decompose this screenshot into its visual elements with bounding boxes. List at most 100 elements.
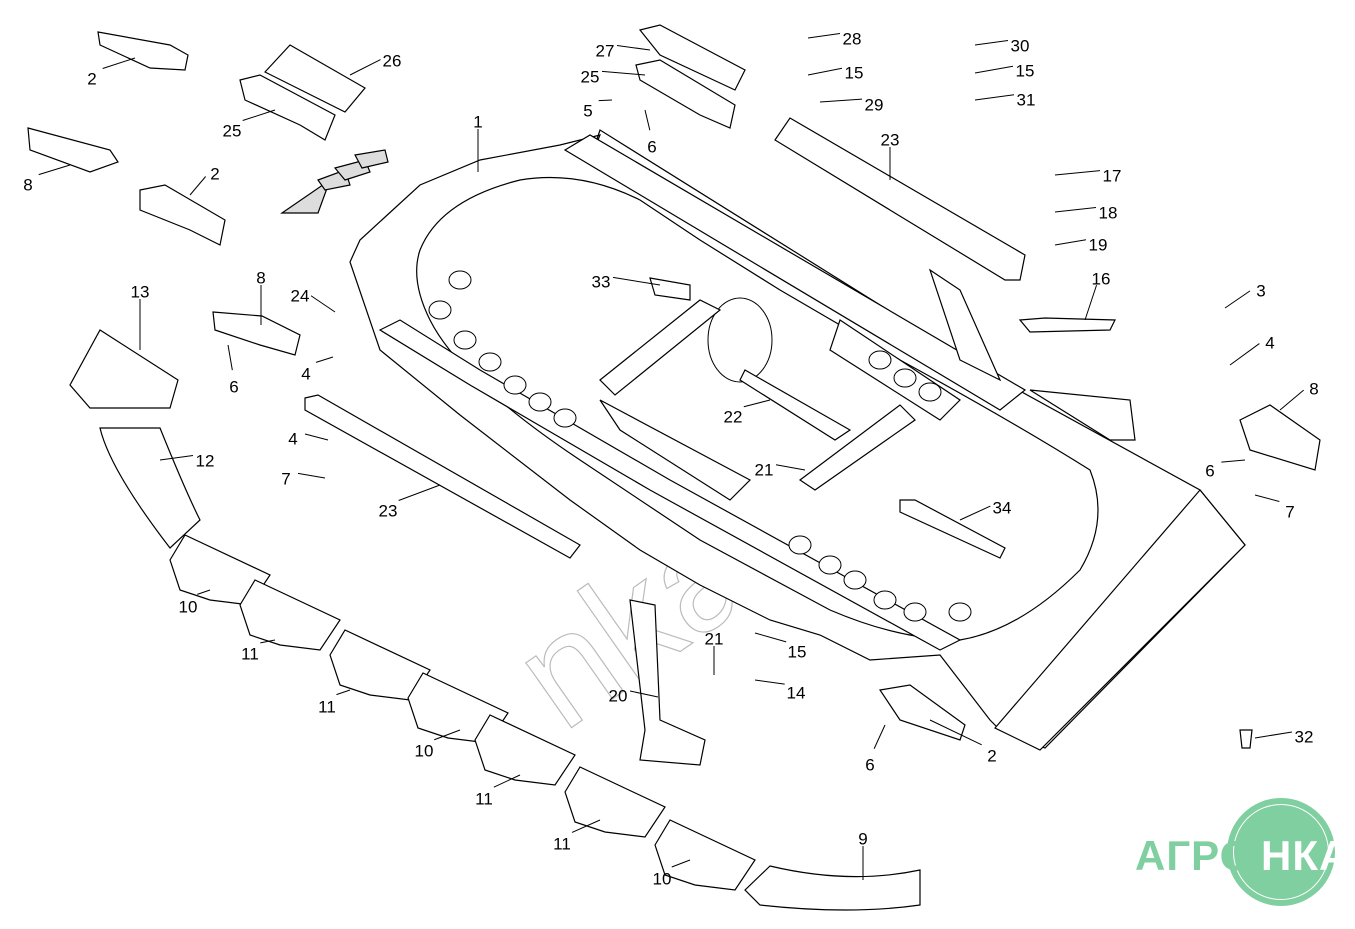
guard-plate xyxy=(654,819,756,891)
callout-label: 9 xyxy=(858,829,867,848)
callout-label: 3 xyxy=(1256,281,1265,300)
callout-31: 31 xyxy=(974,90,1036,109)
leader-line xyxy=(1084,284,1098,321)
leader-line xyxy=(819,98,863,103)
leader-line xyxy=(1224,290,1251,309)
callout-29: 29 xyxy=(819,95,883,114)
callout-label: 13 xyxy=(131,282,150,301)
frame-holes xyxy=(428,270,972,622)
callout-label: 33 xyxy=(592,272,611,291)
callout-label: 34 xyxy=(993,498,1012,517)
callout-label: 2 xyxy=(87,69,96,88)
leader-line xyxy=(959,505,991,521)
callout-34: 34 xyxy=(959,498,1012,521)
callout-18: 18 xyxy=(1054,203,1118,222)
callout-6: 6 xyxy=(865,724,886,774)
logo-text-left: АГРО xyxy=(1135,832,1254,879)
callout-label: 19 xyxy=(1089,235,1108,254)
callout-label: 24 xyxy=(291,286,310,305)
callout-1: 1 xyxy=(473,112,483,172)
leader-line xyxy=(197,589,211,595)
callout-5: 5 xyxy=(583,99,613,120)
callout-16: 16 xyxy=(1084,269,1110,321)
callout-label: 1 xyxy=(473,112,482,131)
callout-label: 6 xyxy=(229,377,238,396)
callout-11: 11 xyxy=(553,819,601,853)
leader-line xyxy=(38,164,71,176)
callout-label: 11 xyxy=(318,697,336,716)
callout-4: 4 xyxy=(301,356,334,383)
leader-line xyxy=(1221,459,1246,463)
guard-plate xyxy=(474,714,576,786)
callout-label: 11 xyxy=(553,834,571,853)
frame-hole xyxy=(868,350,892,370)
callout-10: 10 xyxy=(653,859,691,888)
leader-line xyxy=(1229,343,1260,366)
callout-label: 17 xyxy=(1103,166,1122,185)
callout-label: 5 xyxy=(583,101,592,120)
callout-label: 28 xyxy=(843,29,862,48)
callout-4: 4 xyxy=(288,429,329,448)
leader-line xyxy=(189,176,207,196)
leader-line xyxy=(807,32,841,39)
frame-hole xyxy=(503,375,527,395)
callout-20: 20 xyxy=(609,686,659,705)
frame-hole xyxy=(428,300,452,320)
callout-25: 25 xyxy=(581,67,646,86)
frame-hole xyxy=(818,555,842,575)
callout-2: 2 xyxy=(87,57,136,88)
callout-7: 7 xyxy=(1254,494,1295,521)
callout-19: 19 xyxy=(1054,235,1108,254)
callout-label: 25 xyxy=(581,67,600,86)
callout-6: 6 xyxy=(644,109,657,156)
callout-17: 17 xyxy=(1054,166,1122,185)
callout-label: 18 xyxy=(1099,203,1118,222)
frame-hole xyxy=(918,382,942,402)
callout-label: 2 xyxy=(987,746,996,765)
callout-10: 10 xyxy=(415,729,461,760)
callout-8: 8 xyxy=(23,164,71,194)
callout-26: 26 xyxy=(349,51,401,76)
callout-15: 15 xyxy=(807,63,864,82)
callout-6: 6 xyxy=(227,344,239,396)
callout-label: 4 xyxy=(1265,333,1274,352)
leader-line xyxy=(754,679,785,685)
agronka-logo: АГРО НКА xyxy=(1133,798,1349,910)
callout-label: 8 xyxy=(256,268,265,287)
callout-2: 2 xyxy=(929,719,997,765)
callout-label: 15 xyxy=(845,63,864,82)
callout-label: 10 xyxy=(653,869,672,888)
leader-line xyxy=(571,819,601,833)
callout-12: 12 xyxy=(159,451,214,470)
callout-8: 8 xyxy=(1279,379,1319,411)
callout-label: 6 xyxy=(1205,461,1214,480)
callout-label: 15 xyxy=(788,642,807,661)
callout-label: 31 xyxy=(1017,90,1036,109)
callout-label: 15 xyxy=(1016,61,1035,80)
callout-22: 22 xyxy=(724,399,771,426)
callout-label: 4 xyxy=(288,429,297,448)
callout-label: 7 xyxy=(1285,502,1294,521)
callout-13: 13 xyxy=(131,282,150,350)
callout-label: 8 xyxy=(23,175,32,194)
callout-label: 22 xyxy=(724,407,743,426)
leader-line xyxy=(304,433,329,441)
leader-line xyxy=(297,472,326,479)
leader-line xyxy=(974,65,1014,74)
callout-label: 23 xyxy=(881,130,900,149)
callout-24: 24 xyxy=(291,286,336,313)
leader-line xyxy=(1279,389,1304,411)
callout-27: 27 xyxy=(596,41,651,60)
leader-line xyxy=(616,44,651,51)
callout-14: 14 xyxy=(754,679,805,702)
frame-hole xyxy=(788,535,812,555)
callout-label: 32 xyxy=(1295,727,1314,746)
guard-plates xyxy=(169,534,756,891)
callout-23: 23 xyxy=(881,130,900,180)
leader-line xyxy=(1054,170,1101,176)
callout-33: 33 xyxy=(592,272,661,291)
callout-23: 23 xyxy=(379,484,441,520)
callout-6: 6 xyxy=(1205,459,1246,480)
leader-line xyxy=(598,99,613,102)
